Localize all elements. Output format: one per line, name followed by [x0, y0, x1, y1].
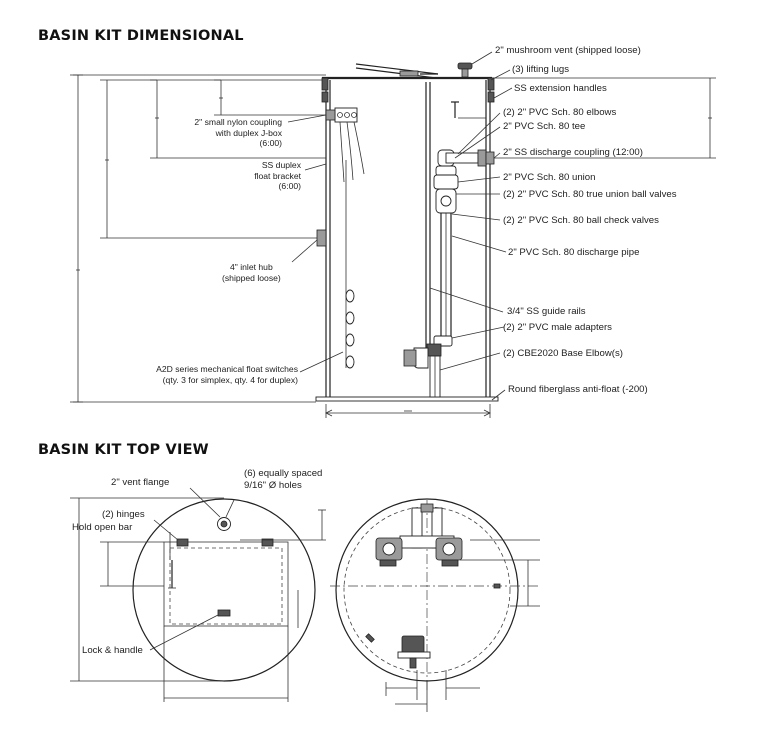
- label-holes-line1: (6) equally spaced: [244, 468, 323, 479]
- label-float-bracket-line1: SS duplex: [261, 160, 301, 170]
- label-lifting-lugs: (3) lifting lugs: [512, 64, 570, 75]
- basin-top-view: [330, 498, 540, 712]
- label-holes: (6) equally spaced 9/16" Ø holes: [244, 468, 322, 491]
- label-inlet-hub-line2: (shipped loose): [222, 272, 281, 283]
- label-mushroom-vent: 2" mushroom vent (shipped loose): [495, 45, 641, 56]
- extension-handle: [451, 101, 486, 119]
- lifting-lugs: [321, 77, 495, 103]
- dimension-lines-right: [492, 77, 716, 159]
- mushroom-vent: [457, 62, 473, 78]
- label-vent-flange: 2" vent flange: [111, 477, 170, 488]
- label-nylon-coupling-line1: 2" small nylon coupling: [194, 117, 282, 127]
- label-inlet-hub: 4" inlet hub (shipped loose): [222, 262, 281, 283]
- label-check-valves: (2) 2" PVC Sch. 80 ball check valves: [503, 215, 659, 226]
- label-elbows: (2) 2" PVC Sch. 80 elbows: [503, 107, 617, 118]
- label-hold-open-bar: Hold open bar: [72, 522, 133, 533]
- label-nylon-coupling: 2" small nylon coupling with duplex J-bo…: [194, 117, 282, 149]
- label-discharge-coupling: 2" SS discharge coupling (12:00): [503, 147, 643, 158]
- inlet-hub: [316, 229, 327, 247]
- label-float-switches-line1: A2D series mechanical float switches: [156, 364, 298, 374]
- dimensional-title: BASIN KIT DIMENSIONAL: [38, 28, 244, 44]
- label-float-bracket-line3: (6:00): [278, 181, 301, 191]
- label-lock-handle: Lock & handle: [82, 645, 143, 656]
- lid-handle: [355, 63, 439, 79]
- label-extension-handles: SS extension handles: [514, 83, 607, 94]
- label-discharge-pipe: 2" PVC Sch. 80 discharge pipe: [508, 247, 640, 258]
- label-hinges: (2) hinges: [102, 509, 145, 520]
- label-nylon-coupling-line2: with duplex J-box: [215, 127, 282, 138]
- float-switches: [345, 160, 355, 369]
- label-anti-float: Round fiberglass anti-float (-200): [508, 384, 648, 395]
- label-tee: 2" PVC Sch. 80 tee: [503, 121, 586, 132]
- basin-outline: [315, 76, 499, 402]
- label-nylon-coupling-line3: (6:00): [259, 138, 282, 148]
- discharge-pipe: [403, 149, 495, 398]
- guide-rails: [425, 82, 431, 350]
- label-float-bracket-line2: float bracket: [254, 170, 301, 181]
- label-guide-rails: 3/4" SS guide rails: [507, 306, 586, 317]
- label-base-elbow: (2) CBE2020 Base Elbow(s): [503, 348, 623, 359]
- lid-top-view: [70, 487, 326, 702]
- junction-box: [325, 107, 365, 183]
- dimension-lines-left: [70, 74, 326, 403]
- label-inlet-hub-line1: 4" inlet hub: [230, 262, 273, 272]
- label-male-adapters: (2) 2" PVC male adapters: [503, 322, 612, 333]
- label-float-switches-line2: (qty. 3 for simplex, qty. 4 for duplex): [162, 374, 298, 385]
- label-holes-line2: 9/16" Ø holes: [244, 479, 302, 491]
- top-view-title: BASIN KIT TOP VIEW: [38, 442, 209, 458]
- label-union: 2" PVC Sch. 80 union: [503, 172, 596, 183]
- label-float-switches: A2D series mechanical float switches (qt…: [156, 364, 298, 385]
- leader-lines-dimensional: [287, 51, 513, 401]
- label-float-bracket: SS duplex float bracket (6:00): [254, 160, 301, 192]
- label-ball-valves: (2) 2" PVC Sch. 80 true union ball valve…: [503, 189, 677, 200]
- dimension-width: [325, 404, 491, 418]
